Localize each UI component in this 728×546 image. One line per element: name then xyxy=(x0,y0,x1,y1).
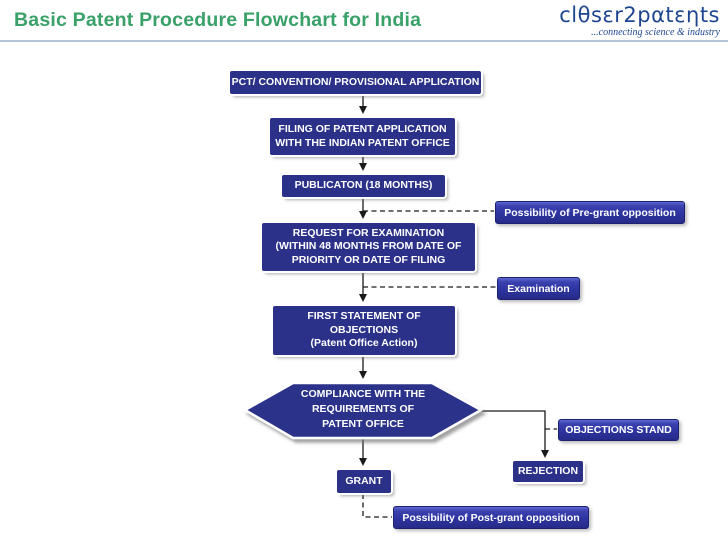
node-publication: PUBLICATON (18 MONTHS) xyxy=(282,175,445,197)
node-label-line: PRIORITY OR DATE OF FILING xyxy=(291,253,446,266)
node-label-line: (Patent Office Action) xyxy=(310,337,418,350)
node-label: Possibility of Pre-grant opposition xyxy=(504,206,676,219)
node-compliance-hexagon: COMPLIANCE WITH THE REQUIREMENTS OF PATE… xyxy=(268,387,458,432)
node-objections-stand: OBJECTIONS STAND xyxy=(558,419,679,441)
node-post-grant-opposition: Possibility of Post-grant opposition xyxy=(393,506,589,529)
logo-brand: clθsεr2pαtεηts xyxy=(559,3,720,27)
node-label-line: REQUIREMENTS OF xyxy=(311,403,415,416)
node-label-line: FILING OF PATENT APPLICATION xyxy=(278,122,447,135)
node-label: PCT/ CONVENTION/ PROVISIONAL APPLICATION xyxy=(231,75,480,88)
logo: clθsεr2pαtεηts ...connecting science & i… xyxy=(559,3,720,39)
edge-dashed-postgrant xyxy=(362,494,392,518)
node-label: PUBLICATON (18 MONTHS) xyxy=(294,179,433,192)
node-label-line: OBJECTIONS xyxy=(329,323,399,336)
node-label-line: FIRST STATEMENT OF xyxy=(307,310,421,323)
node-label-line: COMPLIANCE WITH THE xyxy=(300,388,426,401)
node-label: GRANT xyxy=(345,474,383,487)
page-title: Basic Patent Procedure Flowchart for Ind… xyxy=(14,9,422,31)
edge-compliance-rejection xyxy=(481,410,549,458)
node-rejection: REJECTION xyxy=(513,461,583,482)
node-label: OBJECTIONS STAND xyxy=(565,424,672,436)
compliance-hexagon-shape xyxy=(242,381,484,440)
node-label-line: PATENT OFFICE xyxy=(322,417,404,430)
header-divider xyxy=(0,40,728,42)
node-label: REJECTION xyxy=(517,464,579,477)
node-pct-application: PCT/ CONVENTION/ PROVISIONAL APPLICATION xyxy=(230,71,481,94)
node-request-examination: REQUEST FOR EXAMINATION (WITHIN 48 MONTH… xyxy=(262,223,475,271)
node-examination: Examination xyxy=(497,277,580,300)
node-label: Examination xyxy=(507,282,570,295)
node-label: Possibility of Post-grant opposition xyxy=(402,511,580,524)
logo-tagline: ...connecting science & industry xyxy=(591,27,720,38)
node-first-statement: FIRST STATEMENT OF OBJECTIONS (Patent Of… xyxy=(273,306,455,355)
node-label-line: (WITHIN 48 MONTHS FROM DATE OF xyxy=(275,240,462,253)
node-label-line: WITH THE INDIAN PATENT OFFICE xyxy=(275,136,450,149)
node-pre-grant-opposition: Possibility of Pre-grant opposition xyxy=(495,201,685,224)
node-grant: GRANT xyxy=(337,470,391,493)
node-label-line: REQUEST FOR EXAMINATION xyxy=(292,226,445,239)
node-filing: FILING OF PATENT APPLICATION WITH THE IN… xyxy=(270,118,455,155)
